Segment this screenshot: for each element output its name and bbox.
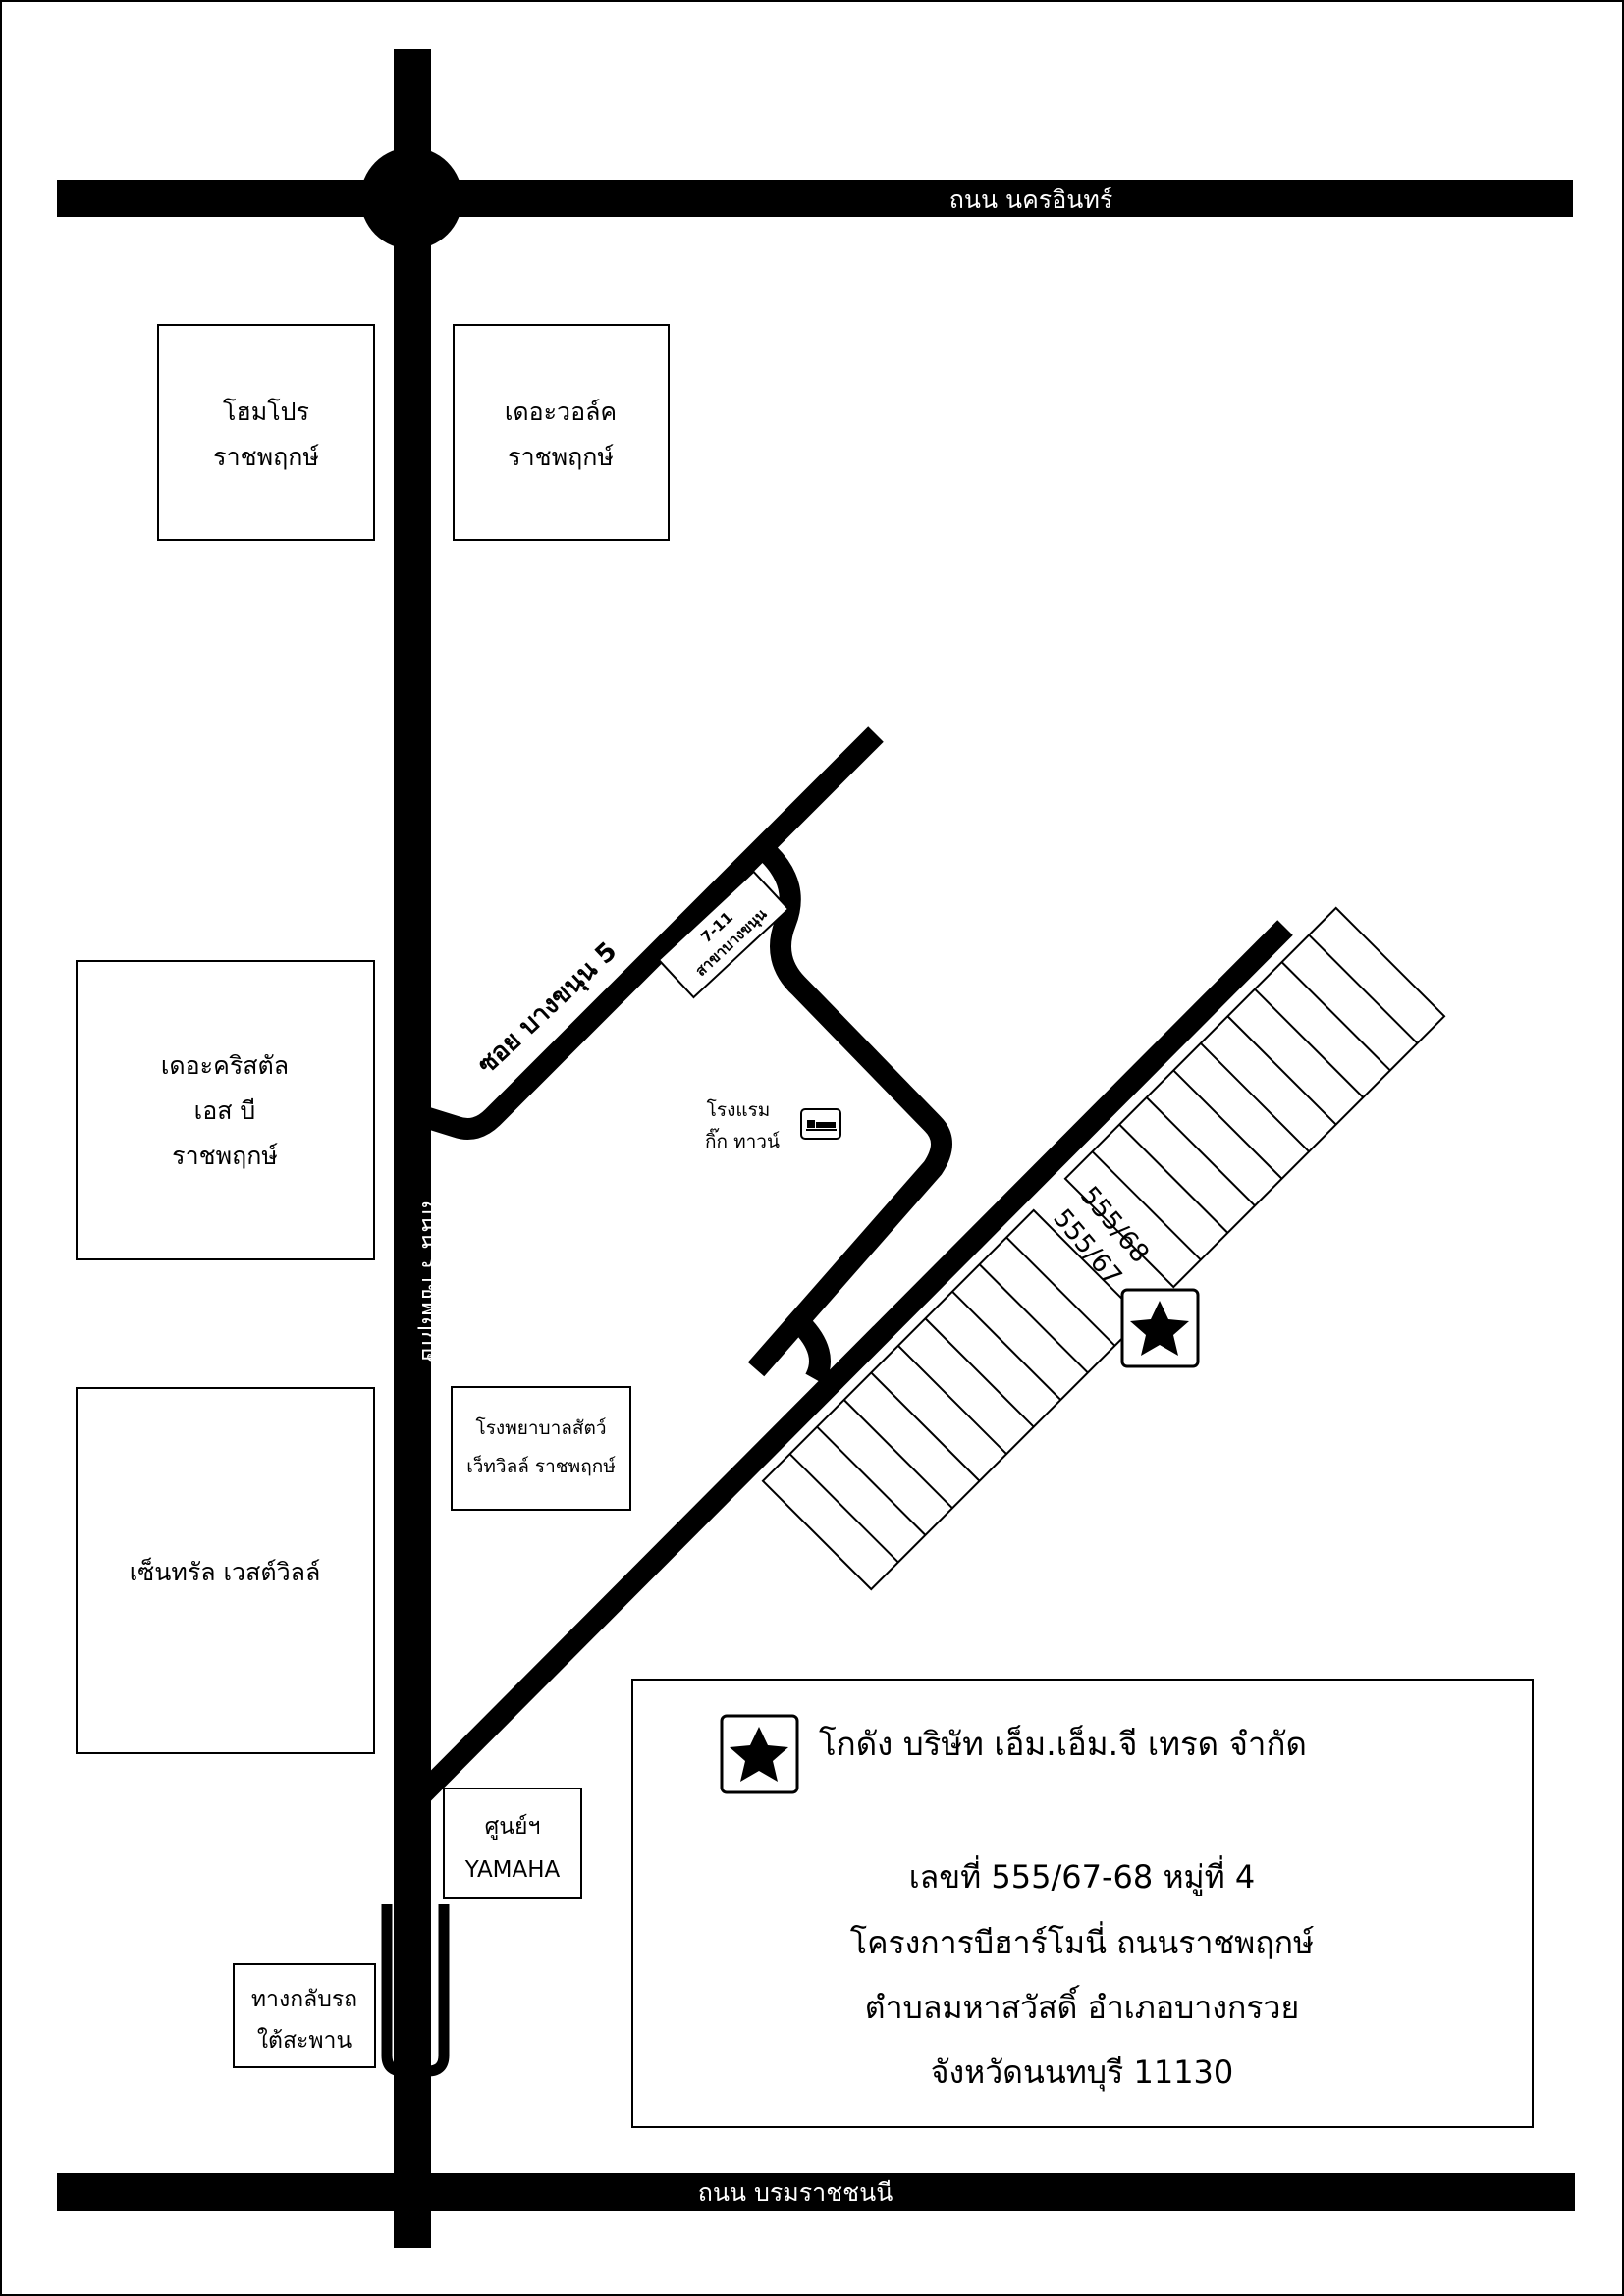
svg-text:เซ็นทรัล เวสต์วิลล์: เซ็นทรัล เวสต์วิลล์ <box>130 1557 321 1586</box>
building-the-walk: เดอะวอล์ค ราชพฤกษ์ <box>453 324 670 541</box>
townhouse-divider <box>788 1453 899 1564</box>
legend-address-line-1: เลขที่ 555/67-68 หมู่ที่ 4 <box>909 1855 1256 1896</box>
road-ratchaphruek: ถนน ราชพฤกษ์ <box>394 49 445 2248</box>
svg-text:เอส บี: เอส บี <box>194 1096 256 1125</box>
bed-icon <box>800 1108 841 1140</box>
townhouse-row-upper <box>1063 906 1446 1289</box>
road-inner-loop <box>747 846 952 1377</box>
svg-text:เว็ทวิลล์ ราชพฤกษ์: เว็ทวิลล์ ราชพฤกษ์ <box>466 1454 616 1477</box>
building-yamaha: ศูนย์ฯ YAMAHA <box>443 1788 582 1899</box>
star-icon <box>730 1727 788 1782</box>
townhouse-divider <box>1091 1150 1202 1261</box>
townhouse-divider <box>924 1317 1035 1428</box>
townhouse-divider <box>870 1371 981 1482</box>
svg-text:YAMAHA: YAMAHA <box>464 1857 561 1883</box>
townhouse-divider <box>1254 988 1365 1098</box>
svg-text:เดอะคริสตัล: เดอะคริสตัล <box>161 1051 289 1080</box>
svg-text:ราชพฤกษ์: ราชพฤกษ์ <box>213 443 319 471</box>
svg-text:ใต้สะพาน: ใต้สะพาน <box>257 2027 352 2054</box>
building-homepro: โฮมโปร ราชพฤกษ์ <box>157 324 375 541</box>
townhouse-divider <box>1226 1015 1337 1126</box>
townhouse-dividers <box>1091 934 1419 1261</box>
svg-text:ทางกลับรถ: ทางกลับรถ <box>251 1987 357 2012</box>
road-inner-loop-link <box>791 1315 831 1385</box>
townhouse-divider <box>1200 1042 1310 1152</box>
legend-title: โกดัง บริษัท เอ็ม.เอ็ม.จี เทรด จำกัด <box>819 1725 1307 1763</box>
townhouse-divider <box>951 1290 1062 1401</box>
legend-star-marker <box>720 1714 799 1794</box>
svg-text:เดอะวอล์ค: เดอะวอล์ค <box>505 398 617 426</box>
road-ratchaphruek-label: ถนน ราชพฤกษ์ <box>416 1201 445 1363</box>
building-the-crystal: เดอะคริสตัล เอส บี ราชพฤกษ์ <box>76 960 375 1260</box>
svg-text:โรงแรม: โรงแรม <box>707 1098 771 1121</box>
townhouse-divider <box>1172 1069 1283 1180</box>
townhouse-divider <box>897 1345 1007 1455</box>
townhouse-divider <box>978 1263 1089 1374</box>
warehouse-location-marker <box>1120 1288 1200 1368</box>
road-diagonal-main <box>412 920 1293 1804</box>
u-turn-loop <box>381 1904 450 2077</box>
legend-address-line-3: ตำบลมหาสวัสดิ์ อำเภอบางกรวย <box>865 1985 1299 2026</box>
legend-address-line-2: โครงการบีฮาร์โมนี่ ถนนราชพฤกษ์ <box>850 1921 1314 1961</box>
road-borommaratchachonnani-label: ถนน บรมราชชนนี <box>698 2178 893 2207</box>
townhouse-divider <box>1005 1236 1116 1347</box>
svg-text:กิ๊ก ทาวน์: กิ๊ก ทาวน์ <box>705 1128 780 1152</box>
svg-text:โฮมโปร: โฮมโปร <box>223 398 309 426</box>
legend-box: โกดัง บริษัท เอ็ม.เอ็ม.จี เทรด จำกัด เลข… <box>631 1679 1534 2128</box>
star-icon <box>1130 1301 1189 1356</box>
townhouse-divider <box>816 1425 927 1536</box>
building-hotel: โรงแรม กิ๊ก ทาวน์ <box>705 1098 841 1152</box>
road-borommaratchachonnani: ถนน บรมราชชนนี <box>57 2173 1575 2211</box>
townhouse-divider <box>1308 934 1419 1044</box>
road-nakhon-in-label: ถนน นครอินทร์ <box>949 186 1113 214</box>
u-turn-label-box: ทางกลับรถ ใต้สะพาน <box>233 1963 376 2068</box>
svg-text:ราชพฤกษ์: ราชพฤกษ์ <box>172 1142 278 1170</box>
townhouse-divider <box>1145 1096 1256 1207</box>
townhouse-row-lower <box>761 1208 1144 1591</box>
svg-text:โรงพยาบาลสัตว์: โรงพยาบาลสัตว์ <box>476 1416 607 1439</box>
townhouse-divider <box>1280 961 1391 1072</box>
townhouse-divider <box>1118 1123 1229 1234</box>
svg-text:ราชพฤกษ์: ราชพฤกษ์ <box>508 443 614 471</box>
townhouse-divider <box>842 1399 953 1510</box>
building-vet-hospital: โรงพยาบาลสัตว์ เว็ทวิลล์ ราชพฤกษ์ <box>451 1386 631 1511</box>
svg-text:ศูนย์ฯ: ศูนย์ฯ <box>485 1813 541 1840</box>
road-nakhon-in: ถนน นครอินทร์ <box>57 180 1573 217</box>
townhouse-dividers <box>788 1236 1116 1564</box>
legend-address-line-4: จังหวัดนนทบุรี 11130 <box>931 2054 1234 2092</box>
building-central-westville: เซ็นทรัล เวสต์วิลล์ <box>76 1387 375 1754</box>
